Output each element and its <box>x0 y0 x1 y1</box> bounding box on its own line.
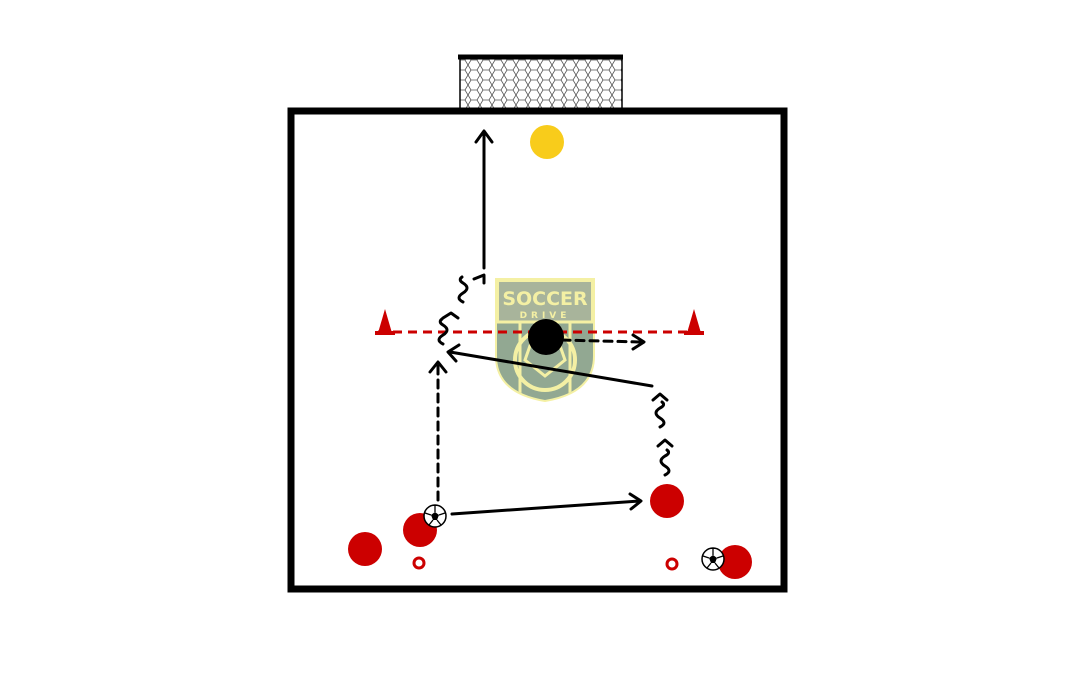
defender-arrowhead <box>631 333 646 351</box>
pass-line-right <box>450 499 642 516</box>
pass-diagonal-arrowhead <box>446 343 461 363</box>
goal <box>458 54 623 112</box>
soccer-ball-icon <box>423 504 447 528</box>
dribble-right-arrowhead-lower <box>656 438 674 448</box>
dribble-right-arrowhead-upper <box>651 392 669 402</box>
dribble-squiggle-center-lower <box>437 317 449 346</box>
pass-line-diagonal <box>448 350 654 388</box>
dribble-center-arrowhead-upper <box>472 273 486 285</box>
field-boundary <box>287 107 788 593</box>
disc-marker-right <box>665 557 679 571</box>
dribble-squiggle-center-upper <box>457 275 469 304</box>
logo-word-drive: DRIVE <box>520 311 571 321</box>
cone-right <box>684 309 704 335</box>
logo-word-soccer: SOCCER <box>502 288 588 310</box>
pass-right-arrowhead <box>628 492 643 511</box>
goal-net <box>459 56 623 112</box>
cone-left <box>375 309 395 335</box>
shot-arrowhead <box>474 129 494 144</box>
dribble-squiggle-right-upper <box>654 400 666 429</box>
player-red-right-back <box>718 545 752 579</box>
soccer-ball-icon <box>701 547 725 571</box>
player-red-left-back <box>348 532 382 566</box>
dashed-run-arrowhead <box>428 360 448 374</box>
player-red-right <box>650 484 684 518</box>
disc-marker-left <box>412 556 426 570</box>
player-black-defender <box>528 319 564 355</box>
movement-lines <box>428 129 674 516</box>
player-yellow-goalkeeper <box>530 125 564 159</box>
dribble-center-arrowhead-lower <box>441 311 460 320</box>
defender-dashed-line <box>560 338 642 344</box>
dribble-squiggle-right-lower <box>659 448 671 477</box>
